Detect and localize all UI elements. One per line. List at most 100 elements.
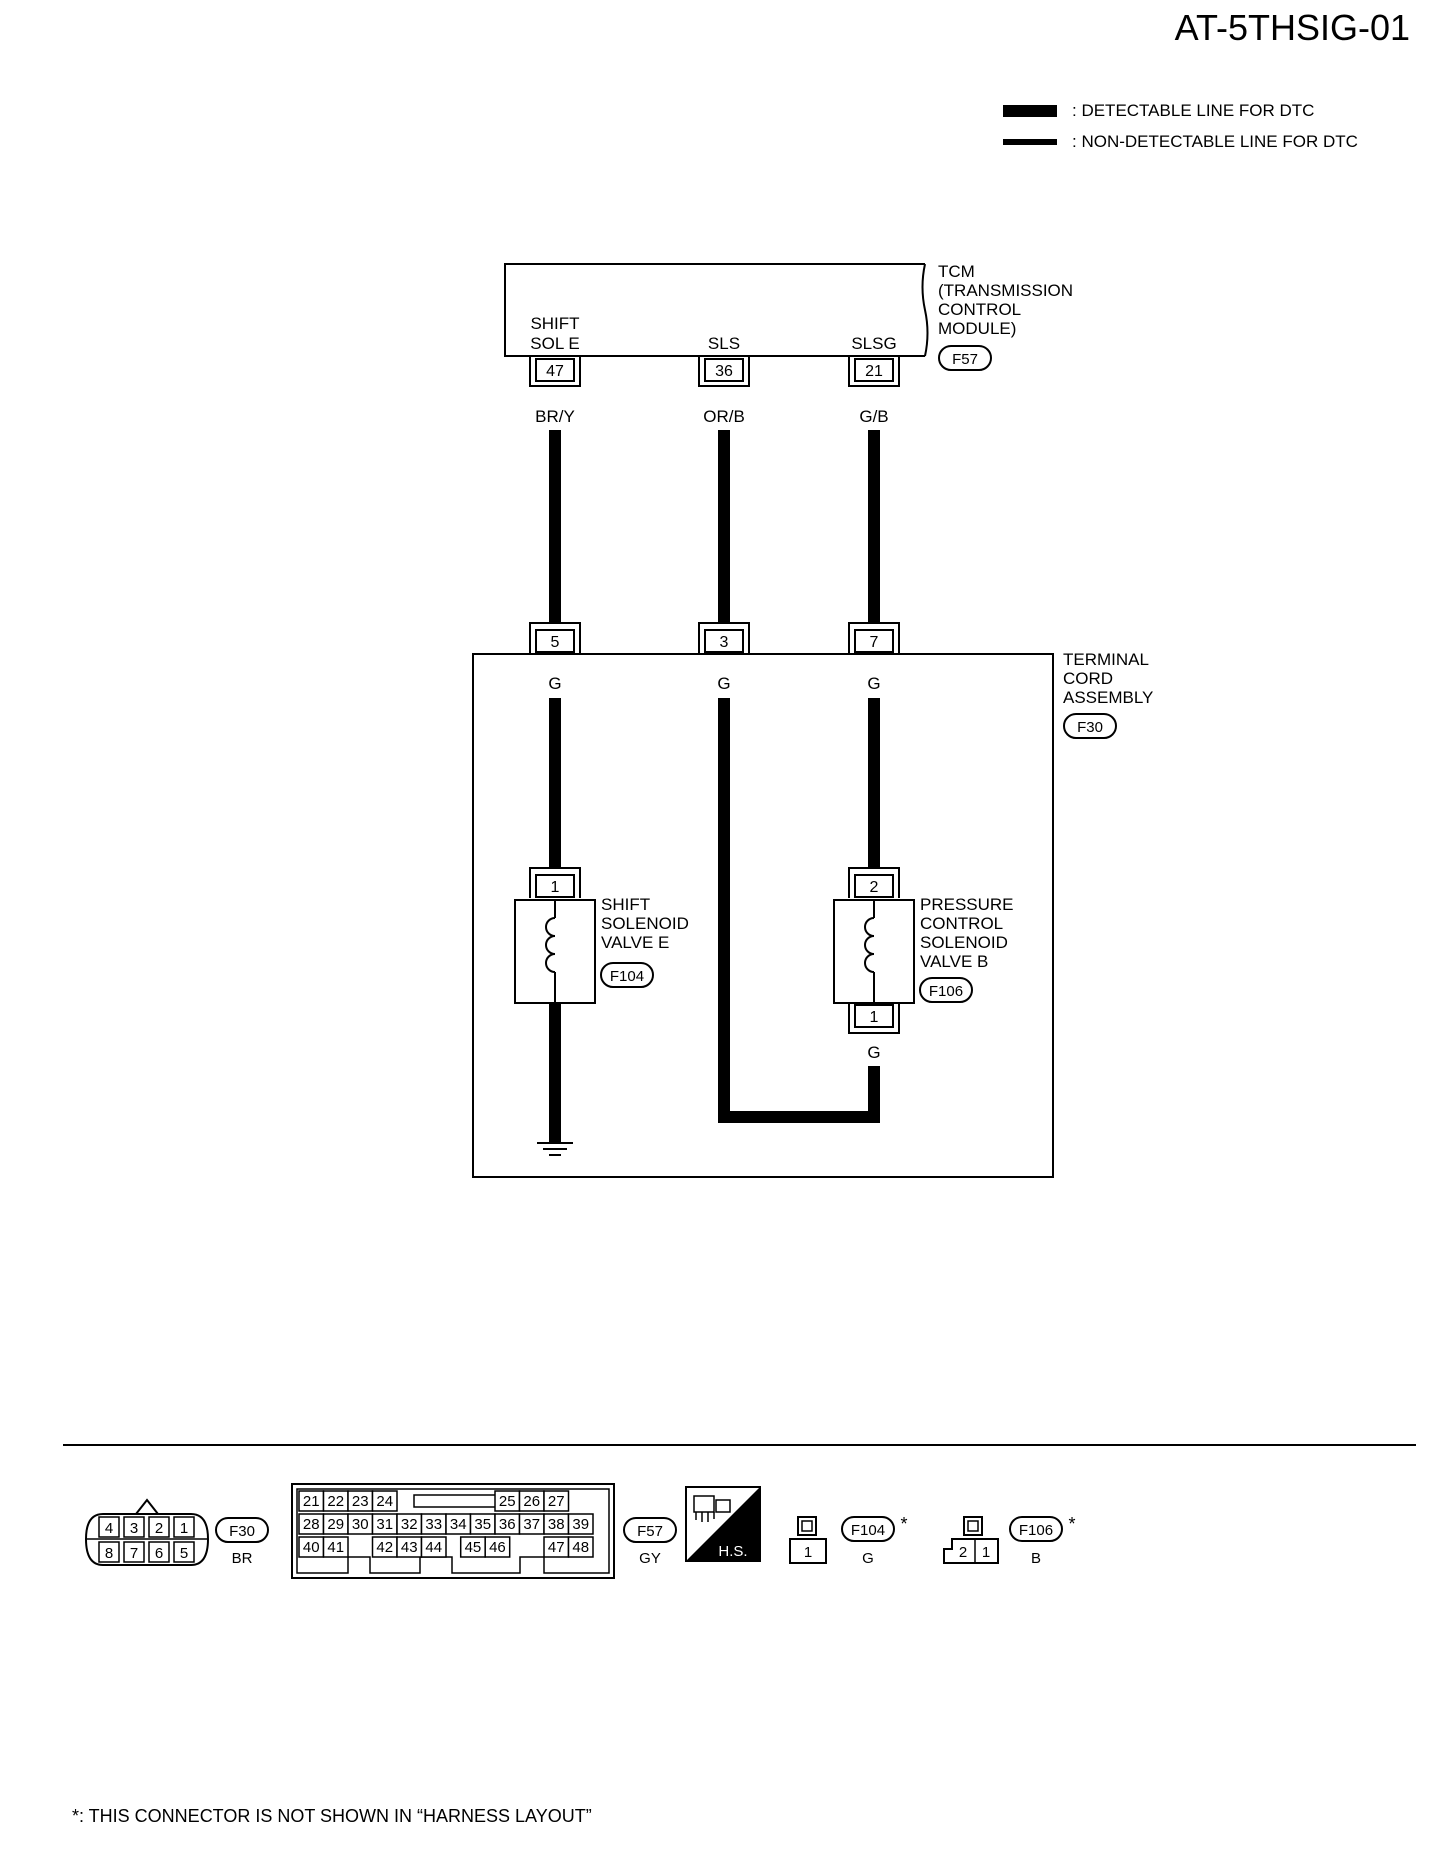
f57-pin-23: 23 — [352, 1493, 369, 1510]
f57-color: GY — [639, 1550, 661, 1567]
shift-valve-pin-box — [535, 874, 575, 898]
tcm-pin-21-number: 21 — [865, 363, 883, 380]
legend-detectable-line — [1003, 105, 1057, 117]
f57-pin-25: 25 — [499, 1493, 516, 1510]
f57-pin-48: 48 — [572, 1539, 589, 1556]
f57-pin-27-cell — [543, 1490, 570, 1512]
shift-valve-pin-frame — [529, 867, 581, 898]
tcm-pin-47: 47 — [529, 357, 581, 387]
tcm-pin-36-frame — [698, 357, 750, 387]
f30-pin-5: 5 — [180, 1545, 188, 1562]
tcm-connector-code: F57 — [952, 351, 978, 368]
pressure-valve-name-3: SOLENOID — [920, 933, 1008, 952]
diagram-code: AT-5THSIG-01 — [1175, 7, 1410, 48]
f57-pin-27: 27 — [548, 1493, 565, 1510]
f57-pin-32: 32 — [401, 1516, 418, 1533]
pressure-valve-name-2: CONTROL — [920, 914, 1003, 933]
cord-pin-7-number: 7 — [870, 634, 879, 651]
f30-pin-3: 3 — [130, 1520, 138, 1537]
f57-pin-28: 28 — [303, 1516, 320, 1533]
shift-valve-coil-icon — [545, 900, 556, 1003]
f30-key-icon — [135, 1498, 159, 1515]
f30-code-badge — [215, 1517, 269, 1543]
f57-pin-41: 41 — [327, 1539, 344, 1556]
f30-color: BR — [232, 1550, 253, 1567]
tcm-pin-47-box — [535, 358, 575, 382]
f57-pin-33: 33 — [425, 1516, 442, 1533]
cord-pin-5-frame — [529, 622, 581, 653]
f106-pin-2: 2 — [959, 1544, 967, 1561]
tcm-pin-36-box — [704, 358, 744, 382]
f104-latch — [797, 1516, 817, 1536]
wire-br-y — [549, 430, 561, 622]
connector-view-f104: 1 F104 * G — [789, 1514, 908, 1567]
f57-pin-24: 24 — [376, 1493, 393, 1510]
wire-g-pressure-valve — [868, 698, 880, 868]
f30-pin-4: 4 — [105, 1520, 113, 1537]
cord-wire-color-5: G — [548, 674, 561, 693]
f57-pin-42: 42 — [376, 1539, 393, 1556]
f57-pin-30: 30 — [352, 1516, 369, 1533]
f57-pin-43: 43 — [401, 1539, 418, 1556]
tcm-connector-badge — [938, 345, 992, 371]
tcm-name-3: CONTROL — [938, 300, 1021, 319]
cord-pin-5-box — [535, 629, 575, 653]
f104-housing — [789, 1538, 827, 1564]
f106-pin-1: 1 — [982, 1544, 990, 1561]
tcm-pin-21-frame — [848, 357, 900, 387]
terminal-cord-connector-code: F30 — [1077, 719, 1103, 736]
f57-pin-24-cell — [371, 1490, 398, 1512]
shift-valve-connector-badge — [600, 962, 654, 988]
wire-or-b — [718, 430, 730, 622]
tcm-terminal-label-slsg: SLSG — [851, 334, 896, 353]
f57-pin-45: 45 — [465, 1539, 482, 1556]
pressure-valve-out-wire-color: G — [867, 1043, 880, 1062]
tcm-name-1: TCM — [938, 262, 975, 281]
legend-non-detectable-text: : NON-DETECTABLE LINE FOR DTC — [1072, 132, 1358, 151]
f57-pin-44: 44 — [425, 1539, 442, 1556]
f30-pin-8: 8 — [105, 1545, 113, 1562]
shift-valve-name-3: VALVE E — [601, 933, 669, 952]
f57-pin-36: 36 — [499, 1516, 516, 1533]
f57-pin-47: 47 — [548, 1539, 565, 1556]
pressure-valve-connector-code: F106 — [929, 983, 963, 1000]
f57-pin-39: 39 — [572, 1516, 589, 1533]
f57-pin-38: 38 — [548, 1516, 565, 1533]
legend: : DETECTABLE LINE FOR DTC : NON-DETECTAB… — [1003, 101, 1358, 151]
wire-g-b — [868, 430, 880, 622]
f106-code-badge — [1009, 1516, 1063, 1542]
pressure-valve-connector-badge — [919, 977, 973, 1003]
pressure-valve-name-4: VALVE B — [920, 952, 988, 971]
f30-pin-7: 7 — [130, 1545, 138, 1562]
f57-pin-35: 35 — [474, 1516, 491, 1533]
terminal-cord-connector-badge — [1063, 713, 1117, 739]
tcm-terminal-label-sls: SLS — [708, 334, 740, 353]
f57-pin-22: 22 — [327, 1493, 344, 1510]
tcm-pin-21-box — [854, 358, 894, 382]
hs-label: H.S. — [718, 1543, 747, 1560]
f104-pin: 1 — [804, 1544, 812, 1561]
tcm-terminal-label-shift-1: SHIFT — [530, 314, 579, 333]
terminal-cord-box — [472, 653, 1054, 1178]
footnote: *: THIS CONNECTOR IS NOT SHOWN IN “HARNE… — [72, 1806, 592, 1826]
cord-wire-color-3: G — [717, 674, 730, 693]
hs-hand-icon — [693, 1495, 731, 1522]
terminal-cord-name-2: CORD — [1063, 669, 1113, 688]
wire-shift-valve-ground — [549, 1003, 561, 1143]
cord-pin-7: 7 — [848, 622, 900, 653]
f30-pin-1: 1 — [180, 1520, 188, 1537]
shift-valve-pin-number: 1 — [551, 879, 560, 896]
f57-pin-46: 46 — [489, 1539, 506, 1556]
cord-pin-3-number: 3 — [720, 634, 729, 651]
wire-g-shift-valve — [549, 698, 561, 868]
cord-pin-5-number: 5 — [551, 634, 560, 651]
wire-color-or-b: OR/B — [703, 407, 745, 426]
f57-pin-46-cell — [484, 1536, 511, 1558]
tcm-pin-21: 21 — [848, 357, 900, 387]
cord-pin-3-box — [704, 629, 744, 653]
wire-color-g-b: G/B — [859, 407, 888, 426]
legend-non-detectable-line — [1003, 139, 1057, 145]
shift-valve-connector-code: F104 — [610, 968, 644, 985]
